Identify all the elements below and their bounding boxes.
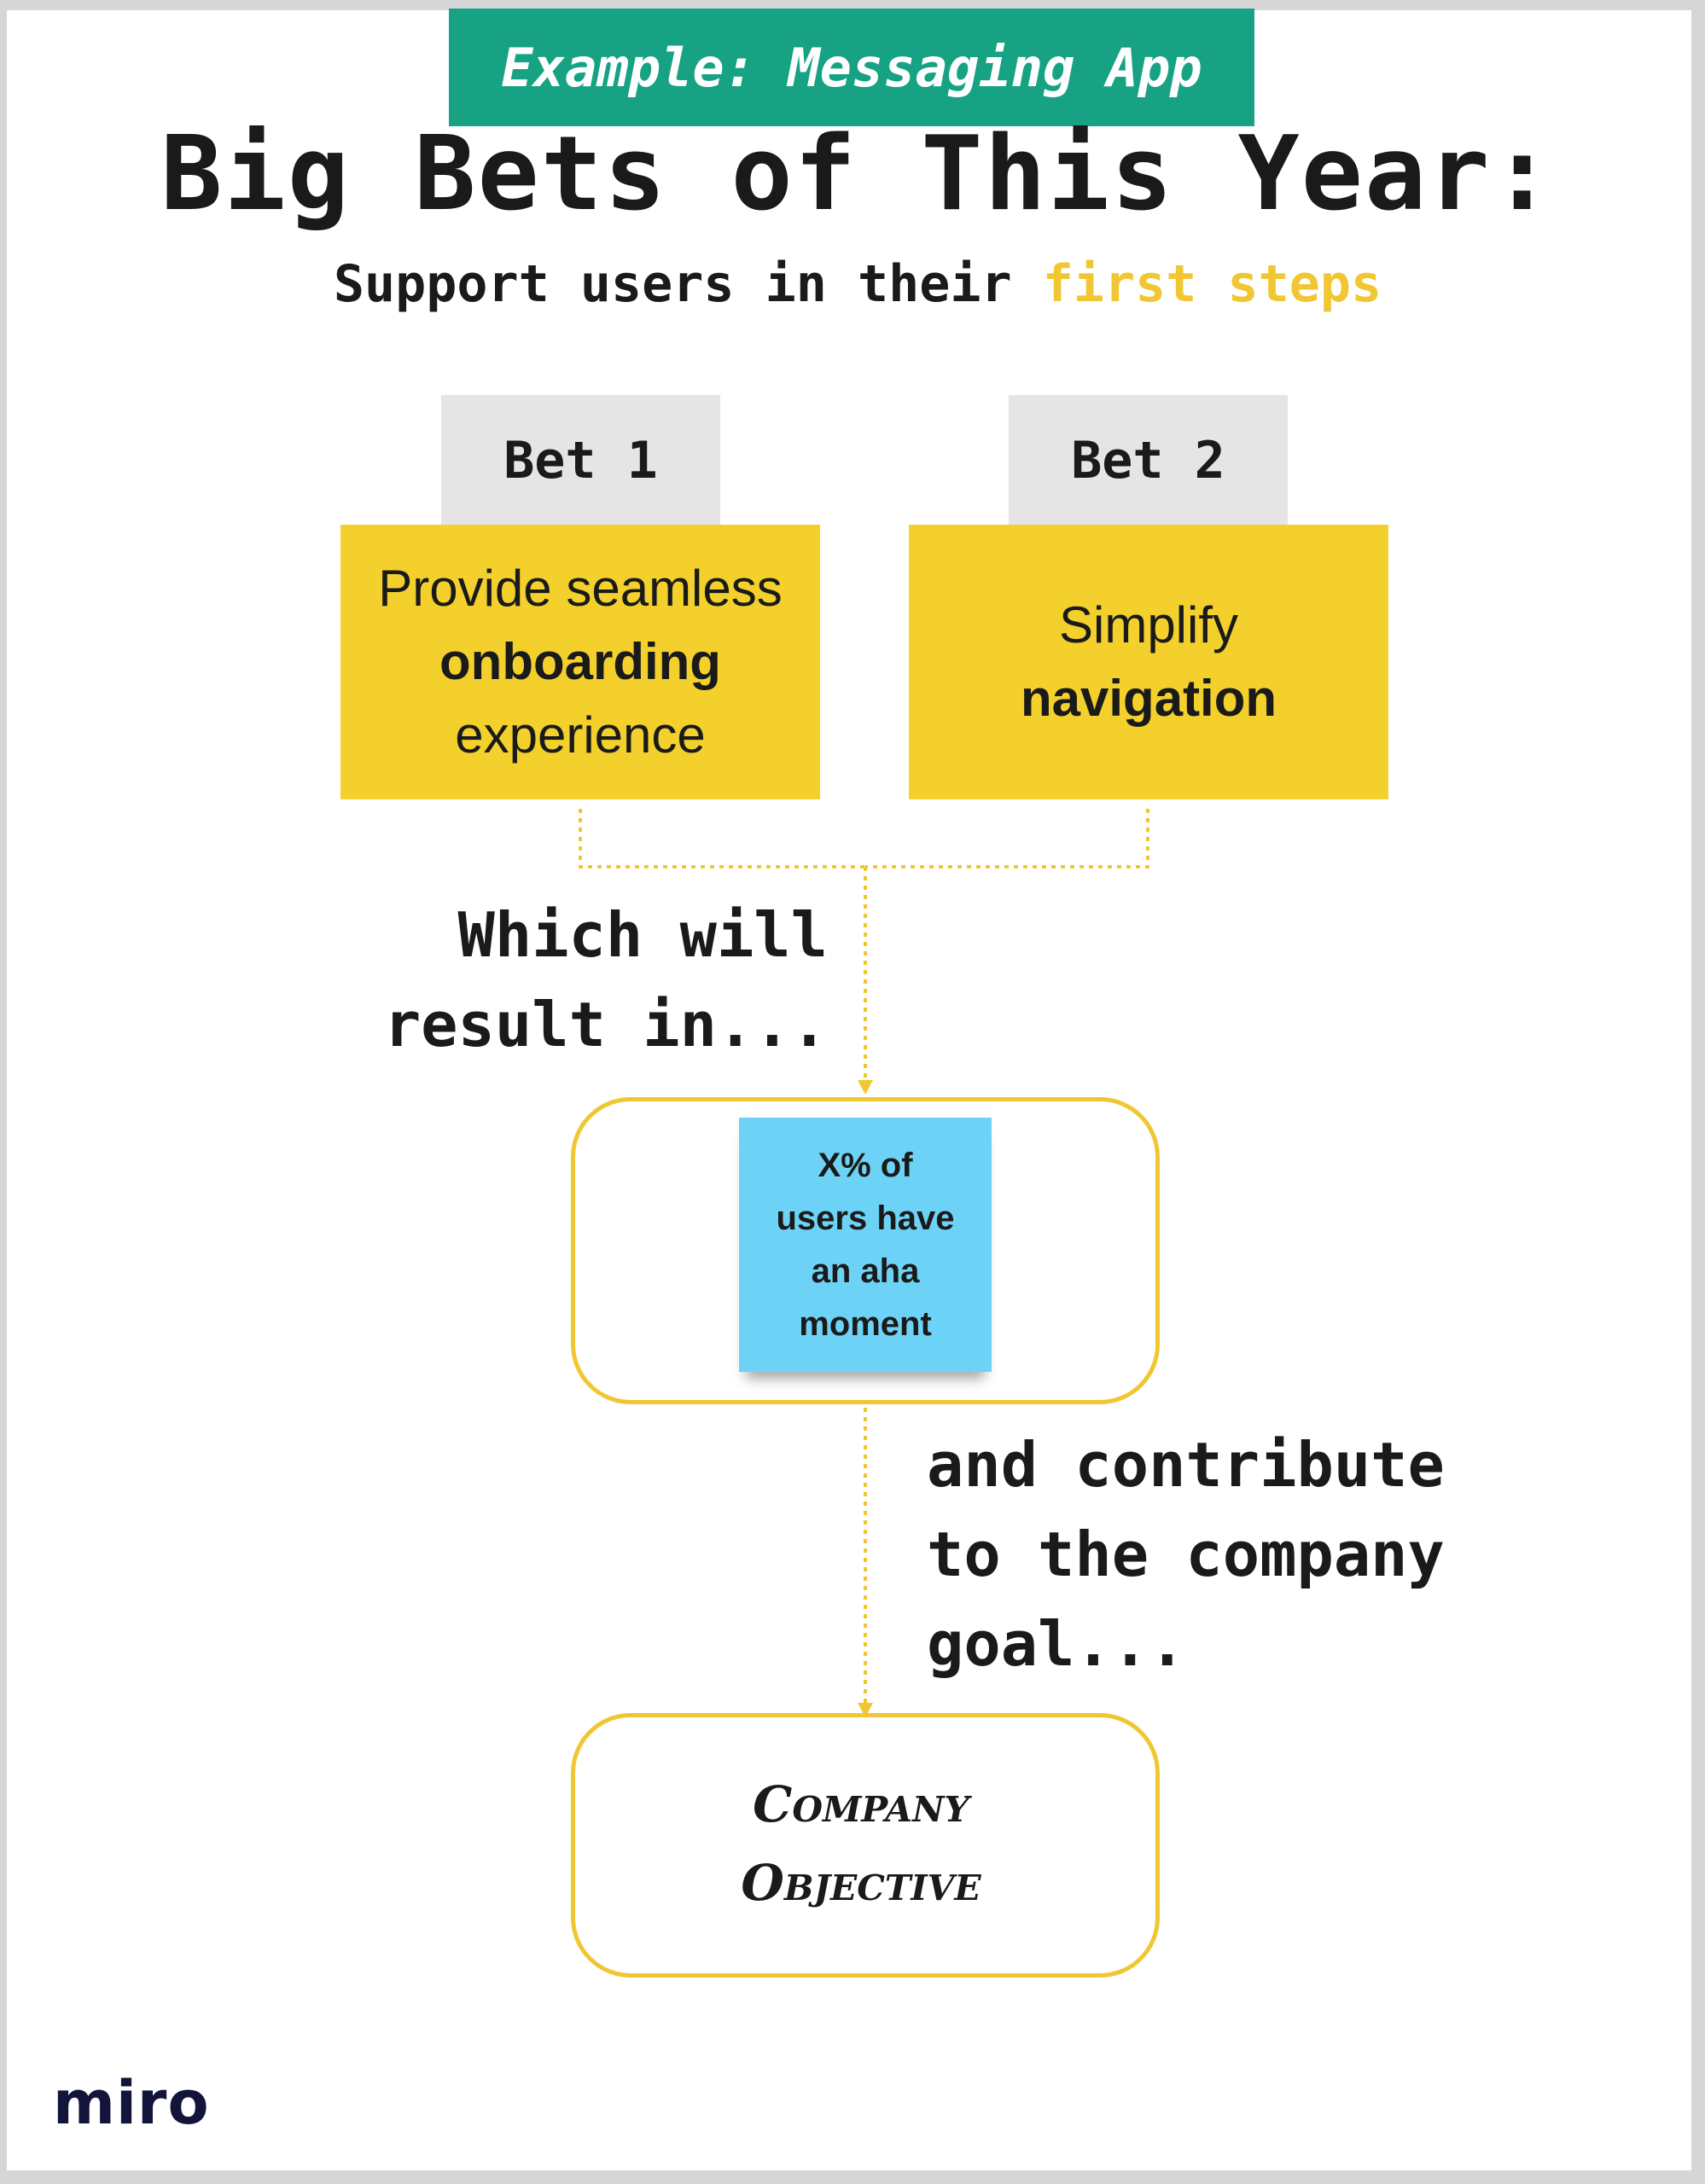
sticky-line-4: moment bbox=[799, 1305, 932, 1343]
subtitle-prefix: Support users in their bbox=[333, 254, 1043, 314]
goal-caption-line-2: to the company bbox=[927, 1519, 1445, 1590]
outcome-sticky-note: X% of users have an aha moment bbox=[739, 1118, 992, 1372]
page-title: Big Bets of This Year: bbox=[160, 115, 1555, 234]
goal-caption: and contribute to the company goal... bbox=[927, 1420, 1678, 1689]
page-subtitle: Support users in their first steps bbox=[0, 254, 1705, 314]
example-tag-label: Example: Messaging App bbox=[501, 36, 1202, 99]
objective-line-1: Company bbox=[753, 1775, 969, 1833]
bet-2-tab: Bet 2 bbox=[1009, 395, 1288, 526]
bet2-connector bbox=[865, 809, 1149, 868]
bet1-connector bbox=[579, 809, 865, 868]
bet-1-tab: Bet 1 bbox=[441, 395, 720, 526]
sticky-line-1: X% of bbox=[818, 1147, 913, 1184]
goal-caption-line-1: and contribute bbox=[927, 1429, 1445, 1501]
bet-2-card: Simplify navigation bbox=[909, 525, 1388, 799]
sticky-line-2: users have bbox=[776, 1199, 955, 1237]
result-caption-line-2: result in... bbox=[383, 989, 828, 1060]
miro-logo: miro bbox=[53, 2068, 210, 2138]
bet-2-line-2: navigation bbox=[1020, 670, 1277, 727]
objective-frame bbox=[571, 1713, 1160, 1978]
bet-1-line-1: Provide seamless bbox=[378, 560, 783, 617]
bet-1-line-2: onboarding bbox=[439, 633, 721, 690]
company-objective: Company Objective bbox=[571, 1716, 1151, 1971]
example-tag: Example: Messaging App bbox=[449, 9, 1254, 126]
bet-1-line-3: experience bbox=[455, 706, 706, 764]
goal-caption-line-3: goal... bbox=[927, 1608, 1186, 1680]
objective-line-2: Objective bbox=[741, 1854, 981, 1912]
bet-1-card: Provide seamless onboarding experience bbox=[340, 525, 820, 799]
result-caption: Which will result in... bbox=[0, 891, 828, 1070]
arrow-head-objective bbox=[858, 1703, 873, 1717]
subtitle-highlight: first steps bbox=[1042, 254, 1382, 314]
bet-2-line-1: Simplify bbox=[1058, 596, 1239, 653]
sticky-line-3: an aha bbox=[811, 1252, 920, 1290]
arrow-head-outcome bbox=[858, 1080, 873, 1095]
result-caption-line-1: Which will bbox=[457, 899, 828, 971]
